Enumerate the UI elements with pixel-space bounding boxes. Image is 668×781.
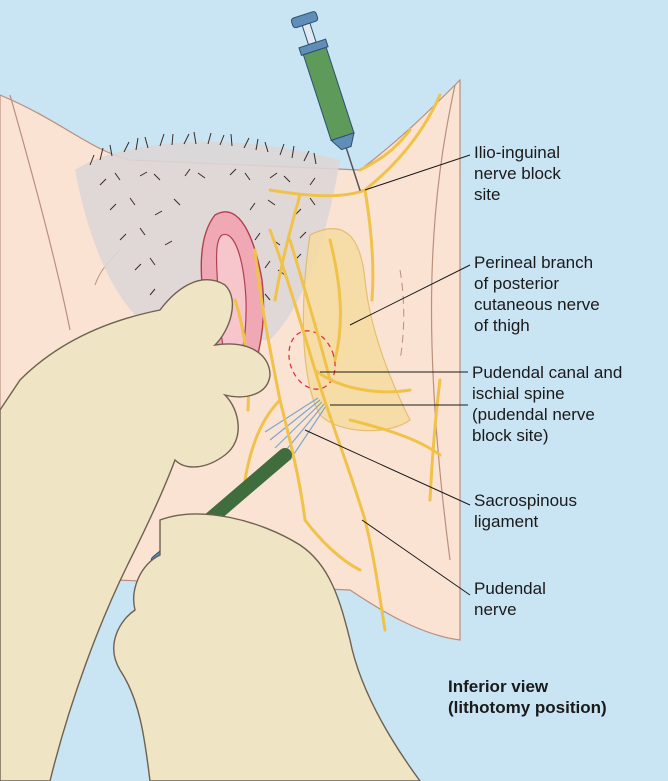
- view-caption: Inferior view (lithotomy position): [448, 676, 607, 718]
- label-perineal-branch: Perineal branch of posterior cutaneous n…: [474, 252, 600, 336]
- label-pudendal-nerve: Pudendal nerve: [474, 578, 546, 620]
- label-ilio-inguinal-block-site: Ilio-inguinal nerve block site: [474, 142, 561, 205]
- label-sacrospinous-ligament: Sacrospinous ligament: [474, 490, 577, 532]
- label-pudendal-canal: Pudendal canal and ischial spine (pudend…: [472, 362, 622, 446]
